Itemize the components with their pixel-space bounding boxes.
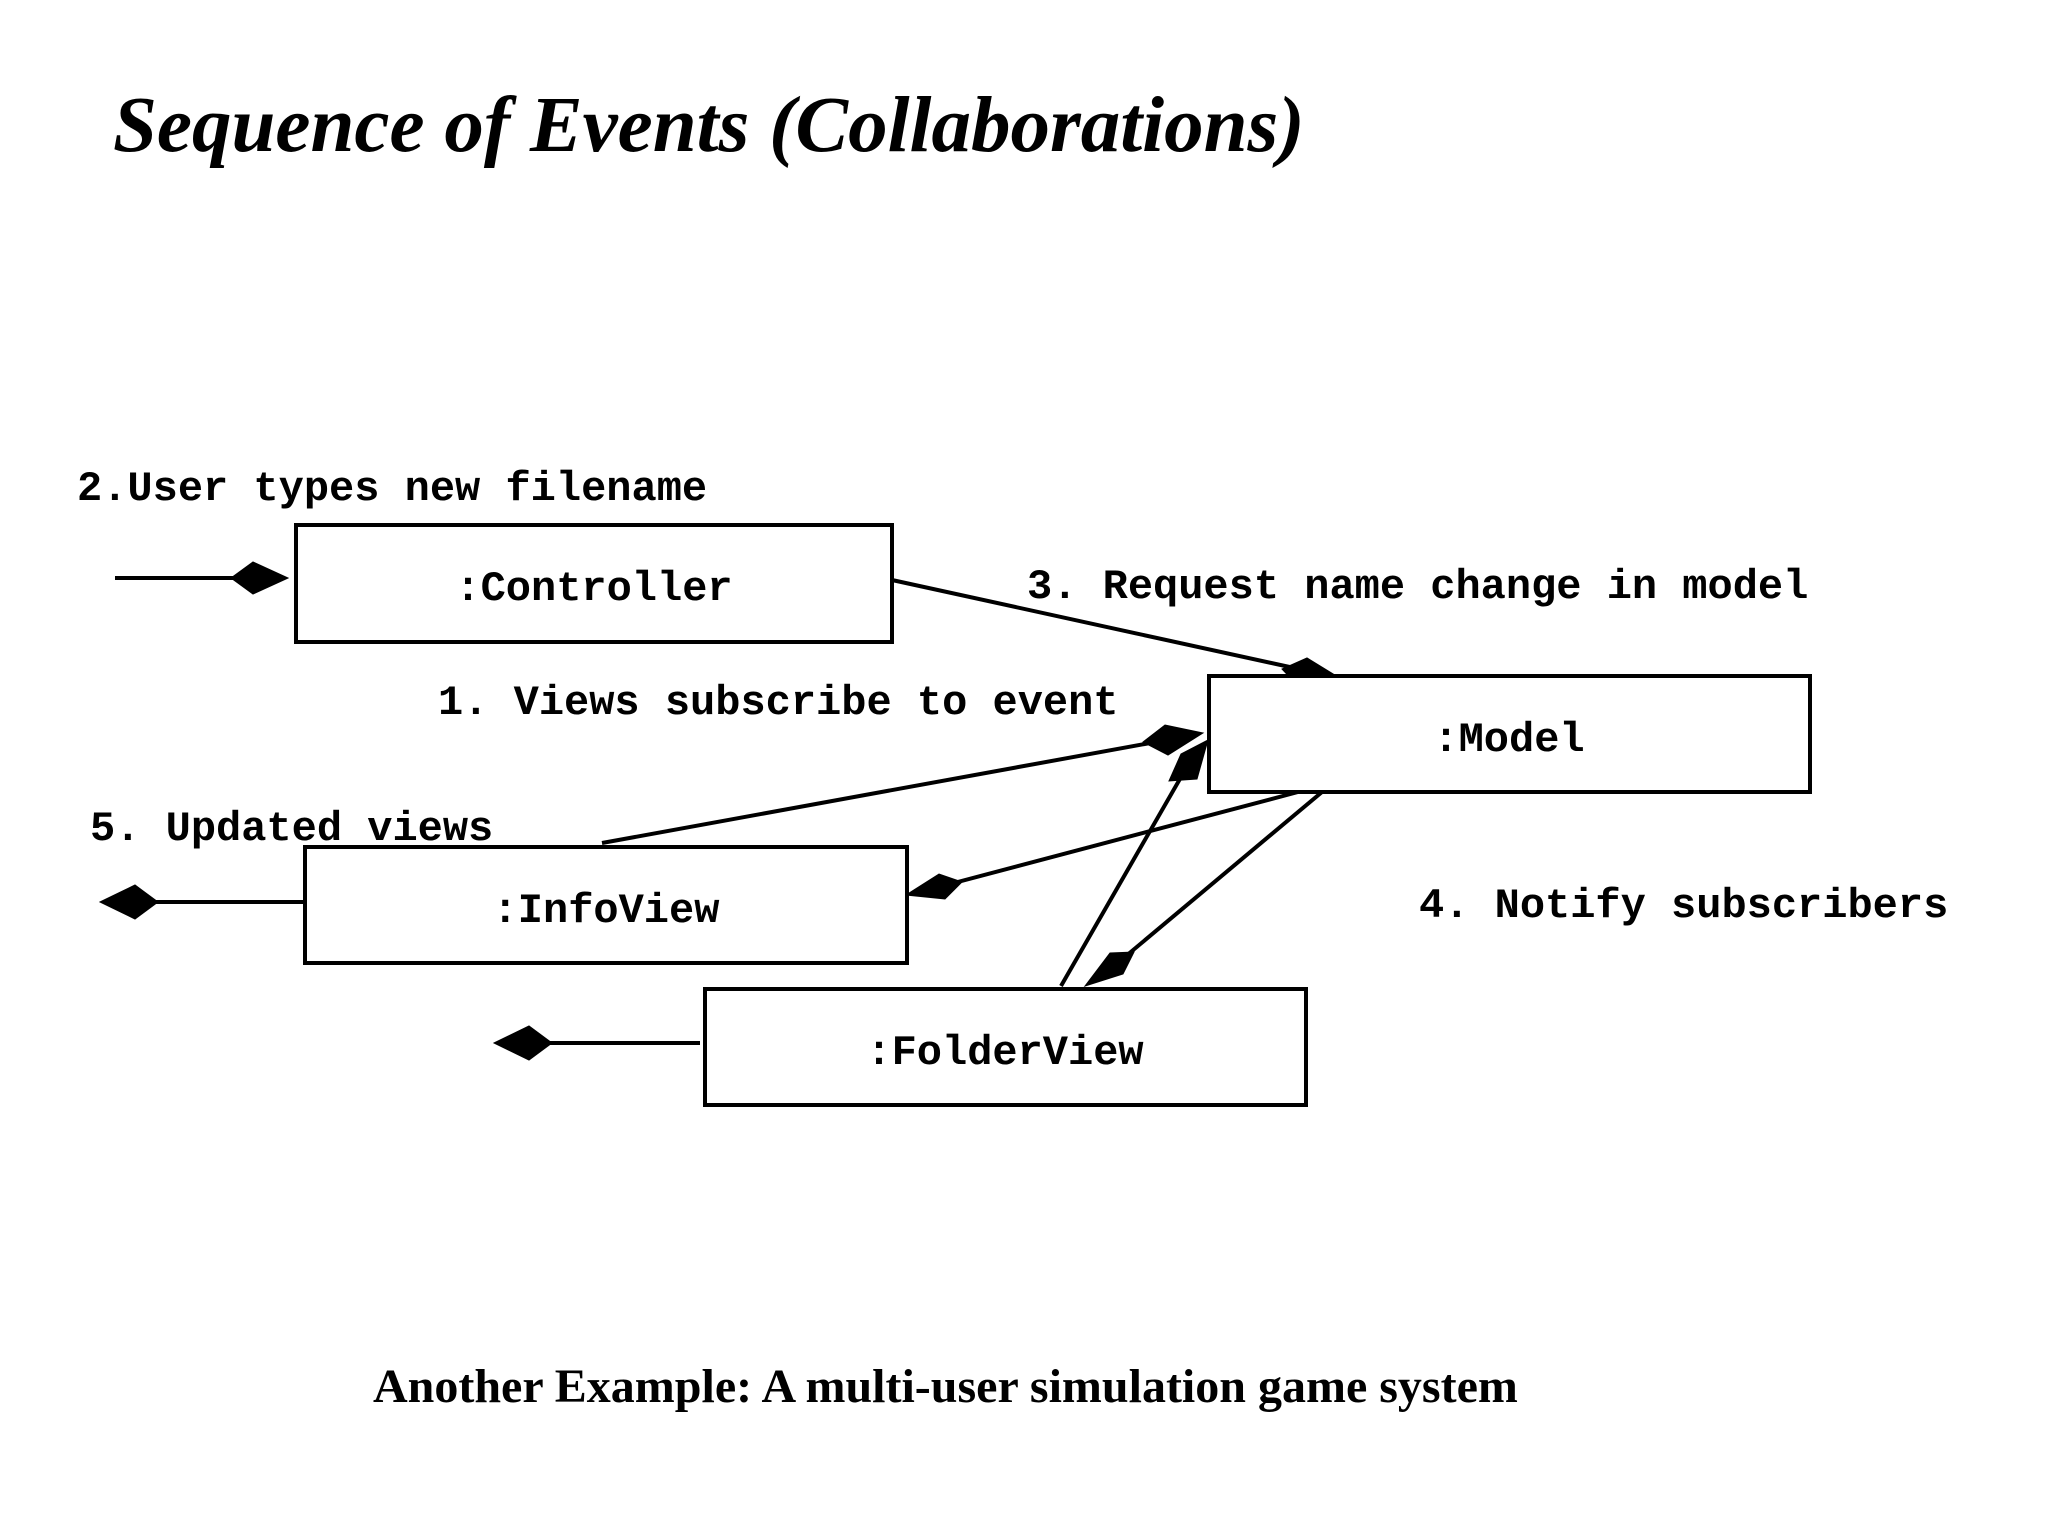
node-model: :Model: [1207, 674, 1812, 794]
arrowhead-infoview-output: [98, 884, 159, 920]
infoview-box: [303, 845, 909, 965]
arrowhead-folderview-from-model: [1083, 951, 1135, 987]
arrowhead-model-from-folderview: [1168, 739, 1209, 782]
edge-model-to-folderview: [1118, 790, 1324, 963]
arrowhead-folderview-output: [492, 1025, 553, 1061]
page-title: Sequence of Events (Collaborations): [113, 82, 1305, 169]
edge-infoview-to-model: [601, 737, 1173, 845]
folderview-label: :FolderView: [866, 1029, 1143, 1077]
arrowhead-model-from-infoview: [1142, 724, 1205, 756]
node-folderview: :FolderView: [703, 987, 1308, 1107]
step-label-4: 4. Notify subscribers: [1419, 882, 1948, 930]
node-infoview: :InfoView: [303, 845, 909, 965]
infoview-label: :InfoView: [493, 887, 720, 935]
step-label-1: 1. Views subscribe to event: [438, 679, 1119, 727]
model-label: :Model: [1433, 716, 1584, 764]
edge-folderview-to-model: [1059, 750, 1198, 987]
edge-controller-to-model: [891, 578, 1309, 673]
controller-label: :Controller: [455, 565, 732, 613]
arrowhead-controller-in: [230, 561, 290, 595]
controller-box: [294, 523, 894, 644]
edge-model-to-infoview: [934, 790, 1299, 890]
node-controller: :Controller: [294, 523, 894, 644]
footer-caption: Another Example: A multi-user simulation…: [373, 1360, 1518, 1413]
folderview-box: [703, 987, 1308, 1107]
arrowhead-infoview-from-model: [904, 873, 963, 900]
model-box: [1207, 674, 1812, 794]
step-label-2: 2.User types new filename: [77, 465, 707, 513]
step-label-5: 5. Updated views: [90, 805, 493, 853]
step-label-3: 3. Request name change in model: [1027, 563, 1808, 611]
